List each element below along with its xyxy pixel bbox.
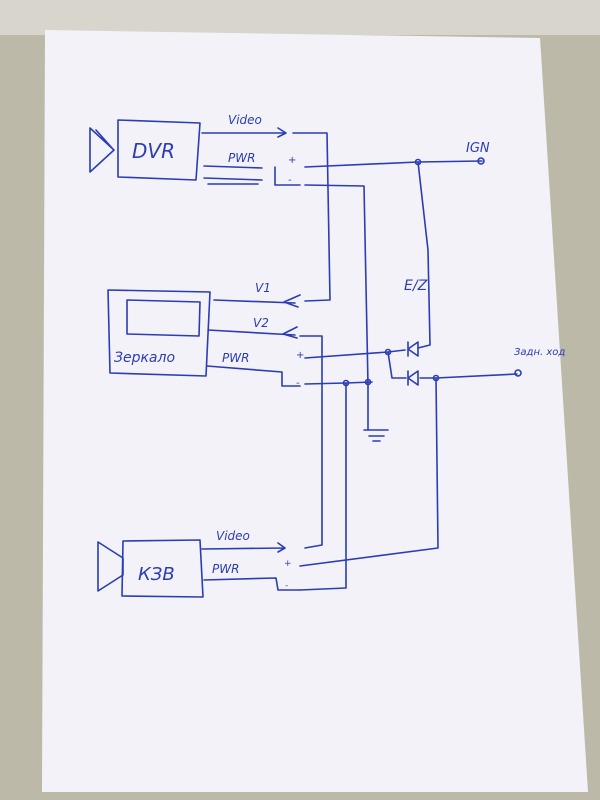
dvr-video-to-v1-wire [292, 132, 331, 302]
dvr-plus: + [288, 155, 296, 166]
dvr-pwr-wires [203, 165, 263, 185]
wall-background [0, 0, 600, 35]
ign-terminal [477, 157, 485, 165]
diode-ign-icon [407, 341, 419, 357]
dvr-minus: - [288, 175, 292, 186]
switch-wire [417, 161, 431, 349]
camera-pwr-label: PWR [212, 562, 239, 576]
v2-to-camera-video-wire [299, 335, 323, 549]
camera-label: КЗВ [138, 564, 175, 585]
camera-box [121, 539, 204, 598]
mirror-screen [126, 299, 201, 337]
dvr-camera-icon [89, 127, 115, 173]
camera-video-label: Video [216, 529, 250, 543]
mirror-pwr-label: PWR [222, 351, 249, 365]
camera-plus: + [284, 559, 292, 569]
reverse-terminal [514, 369, 522, 377]
camera-lens-icon [97, 541, 124, 592]
mirror-minus: - [296, 378, 300, 389]
dvr-video-arrow [201, 127, 287, 138]
switch-label: E/Z [404, 278, 428, 294]
ground-junction [364, 378, 372, 386]
dvr-block: DVR Video PWR + - [89, 113, 301, 186]
ground-symbol [363, 429, 389, 442]
dvr-connector [274, 166, 301, 186]
camera-minus-wire [299, 382, 347, 591]
diode-reverse-icon [407, 370, 419, 386]
diode-reverse-wire [387, 351, 407, 379]
mirror-label: Зеркало [114, 350, 175, 366]
mirror-block: Зеркало V1 V2 PWR + - [107, 281, 304, 389]
paper-sheet [42, 30, 588, 792]
dvr-video-label: Video [228, 113, 262, 127]
mirror-v2-label: V2 [253, 316, 269, 330]
camera-block: КЗВ Video PWR + - [97, 529, 301, 598]
mirror-v1-arrow [213, 294, 301, 308]
ground-wire [304, 184, 369, 431]
camera-connector [203, 577, 301, 591]
ign-label: IGN [466, 141, 490, 156]
mirror-v1-label: V1 [255, 281, 271, 295]
camera-minus: - [285, 581, 288, 591]
mirror-v2-arrow [207, 326, 298, 339]
dvr-label: DVR [132, 139, 175, 163]
mirror-connector [206, 365, 301, 387]
dvr-pwr-label: PWR [228, 151, 255, 165]
mirror-box [107, 289, 211, 377]
reverse-label: Задн. ход [514, 347, 565, 358]
dvr-box [117, 119, 201, 181]
mirror-plus: + [296, 350, 304, 361]
camera-video-arrow [201, 542, 286, 553]
wiring: IGN E/Z Задн. ход [292, 132, 565, 591]
